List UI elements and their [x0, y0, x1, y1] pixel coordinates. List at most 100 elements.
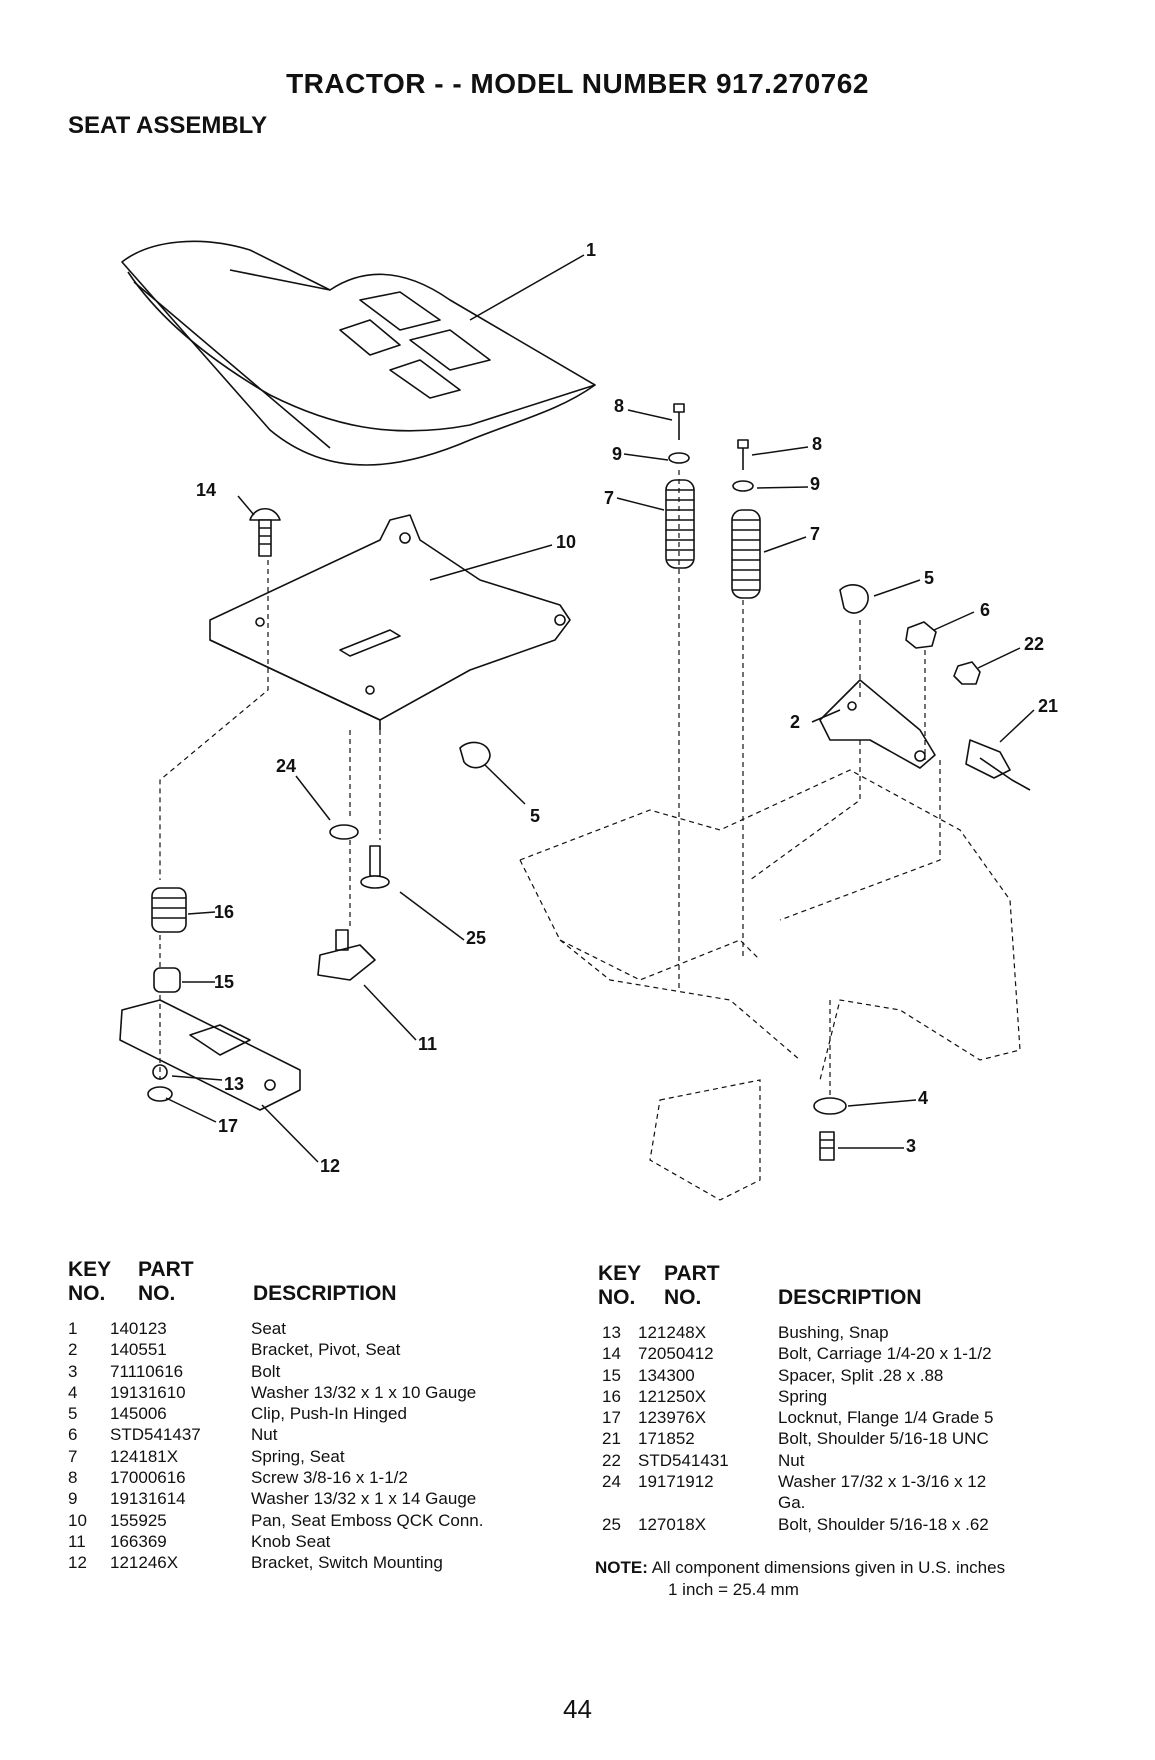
spring-part	[665, 479, 761, 599]
section-title: SEAT ASSEMBLY	[68, 112, 268, 139]
part-part-no: 19171912	[638, 1472, 714, 1492]
seat-part	[121, 240, 596, 466]
part-description: Bolt, Carriage 1/4-20 x 1-1/2	[778, 1344, 992, 1364]
part-key-no: 11	[68, 1531, 86, 1551]
part-key-no: 9	[68, 1489, 78, 1509]
page-title: TRACTOR - - MODEL NUMBER 917.270762	[286, 68, 869, 99]
callout-number: 9	[810, 474, 820, 494]
washer-4-part	[813, 1097, 847, 1115]
part-description: Pan, Seat Emboss QCK Conn.	[251, 1510, 484, 1530]
part-description: Washer 13/32 x 1 x 10 Gauge	[251, 1382, 477, 1402]
note: NOTE: All component dimensions given in …	[595, 1558, 1005, 1578]
callout-number: 9	[612, 444, 622, 464]
part-key-no: 2	[68, 1340, 78, 1360]
bolt-3-part	[819, 1131, 835, 1161]
shoulder-bolt-part	[965, 739, 1031, 791]
part-description: Bushing, Snap	[778, 1323, 889, 1342]
callout-number: 14	[196, 480, 216, 500]
screw-washer-part	[668, 403, 754, 492]
part-key-no: 25	[602, 1514, 621, 1534]
part-row: 10 155925 Pan, Seat Emboss QCK Conn.	[68, 1510, 548, 1531]
callout-number: 6	[980, 600, 990, 620]
part-part-no: 121250X	[638, 1386, 707, 1406]
part-part-no: 124181X	[110, 1446, 179, 1466]
part-description: Spring, Seat	[251, 1446, 345, 1466]
part-key-no: 8	[68, 1468, 78, 1488]
part-part-no: 155925	[110, 1510, 167, 1530]
part-key-no: 1	[68, 1319, 78, 1338]
part-part-no: 17000616	[110, 1468, 186, 1488]
callout-number: 8	[812, 434, 822, 454]
callout-number: 22	[1024, 634, 1044, 654]
callout-number: 1	[586, 240, 596, 260]
callout-number: 15	[214, 972, 234, 992]
part-key-no: 22	[602, 1450, 621, 1470]
part-description: Knob Seat	[251, 1531, 331, 1551]
carriage-bolt-part	[249, 507, 281, 557]
part-part-no: 72050412	[638, 1344, 714, 1364]
callout-number: 5	[924, 568, 934, 588]
callout-number: 25	[466, 928, 486, 948]
part-description: Seat	[251, 1319, 286, 1338]
page-number: 44	[563, 1694, 592, 1724]
callout-number: 11	[418, 1034, 437, 1054]
part-description: Locknut, Flange 1/4 Grade 5	[778, 1408, 994, 1428]
callout-number: 16	[214, 902, 234, 922]
callout-number: 2	[790, 712, 800, 732]
note-conversion: 1 inch = 25.4 mm	[668, 1580, 799, 1599]
shoulder-bolt-25-part	[360, 845, 390, 889]
right-col-header-description: DESCRIPTION	[778, 1286, 922, 1309]
callout-number: 7	[810, 524, 820, 544]
part-description: Spring	[778, 1386, 828, 1406]
callout-number: 12	[320, 1156, 340, 1176]
part-part-no: 171852	[638, 1429, 695, 1449]
part-key-no: 21	[602, 1429, 621, 1449]
part-description: Washer 13/32 x 1 x 14 Gauge	[251, 1489, 477, 1509]
part-description: Ga.	[778, 1493, 806, 1513]
part-part-no: 127018X	[638, 1514, 707, 1534]
part-key-no: 6	[68, 1425, 78, 1445]
part-part-no: 19131610	[110, 1382, 186, 1402]
spring-16-part	[151, 887, 187, 993]
part-part-no: 134300	[638, 1365, 695, 1385]
seat-pan-part	[209, 514, 571, 730]
part-description: Nut	[778, 1450, 805, 1470]
callout-number: 13	[224, 1074, 244, 1094]
callout-number: 8	[614, 396, 624, 416]
callout-number: 4	[918, 1088, 928, 1108]
part-description: Washer 17/32 x 1-3/16 x 12	[778, 1472, 987, 1492]
part-row: Ga.	[602, 1492, 1102, 1513]
part-key-no: 5	[68, 1404, 78, 1424]
part-description: Spacer, Split .28 x .88	[778, 1365, 944, 1385]
callout-number: 5	[530, 806, 540, 826]
part-part-no: 71110616	[110, 1361, 184, 1381]
part-description: Bolt	[251, 1361, 281, 1381]
callout-number: 7	[604, 488, 614, 508]
knob-part	[317, 929, 376, 981]
part-description: Bracket, Pivot, Seat	[251, 1340, 401, 1360]
note-label: NOTE:	[595, 1558, 648, 1577]
part-key-no: 10	[68, 1510, 87, 1530]
part-description: Screw 3/8-16 x 1-1/2	[251, 1468, 408, 1488]
